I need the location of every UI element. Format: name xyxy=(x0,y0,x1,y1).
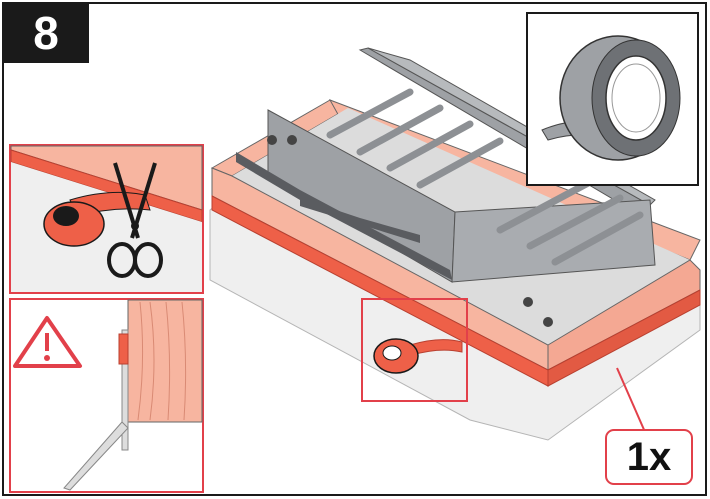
ladder-rung xyxy=(551,211,644,266)
ladder-section-front-right xyxy=(451,199,656,283)
ladder-rung xyxy=(496,178,594,234)
ladder-rung xyxy=(526,194,624,250)
quantity-box xyxy=(605,429,693,485)
ladder-rung xyxy=(326,88,414,139)
tape-roll-scene xyxy=(373,338,463,374)
warning-triangle-icon xyxy=(13,316,82,368)
scissors-icon xyxy=(107,162,163,278)
step-number-badge: 8 xyxy=(3,3,89,63)
tape-roll-icon xyxy=(43,191,151,247)
callout-line xyxy=(616,367,646,433)
frame-side-rail xyxy=(547,259,701,371)
ladder-rung xyxy=(416,137,504,189)
inset-cut-tape xyxy=(9,144,204,294)
quantity-label: 1x xyxy=(626,434,672,479)
ladder-rung xyxy=(386,120,474,172)
inset-tape-roll xyxy=(526,12,699,186)
ladder-rung xyxy=(356,104,444,156)
inset-warning xyxy=(9,298,204,493)
highlight-box-scene xyxy=(361,298,468,402)
ladder-arm xyxy=(300,198,420,243)
tape-strip-side xyxy=(547,289,701,387)
